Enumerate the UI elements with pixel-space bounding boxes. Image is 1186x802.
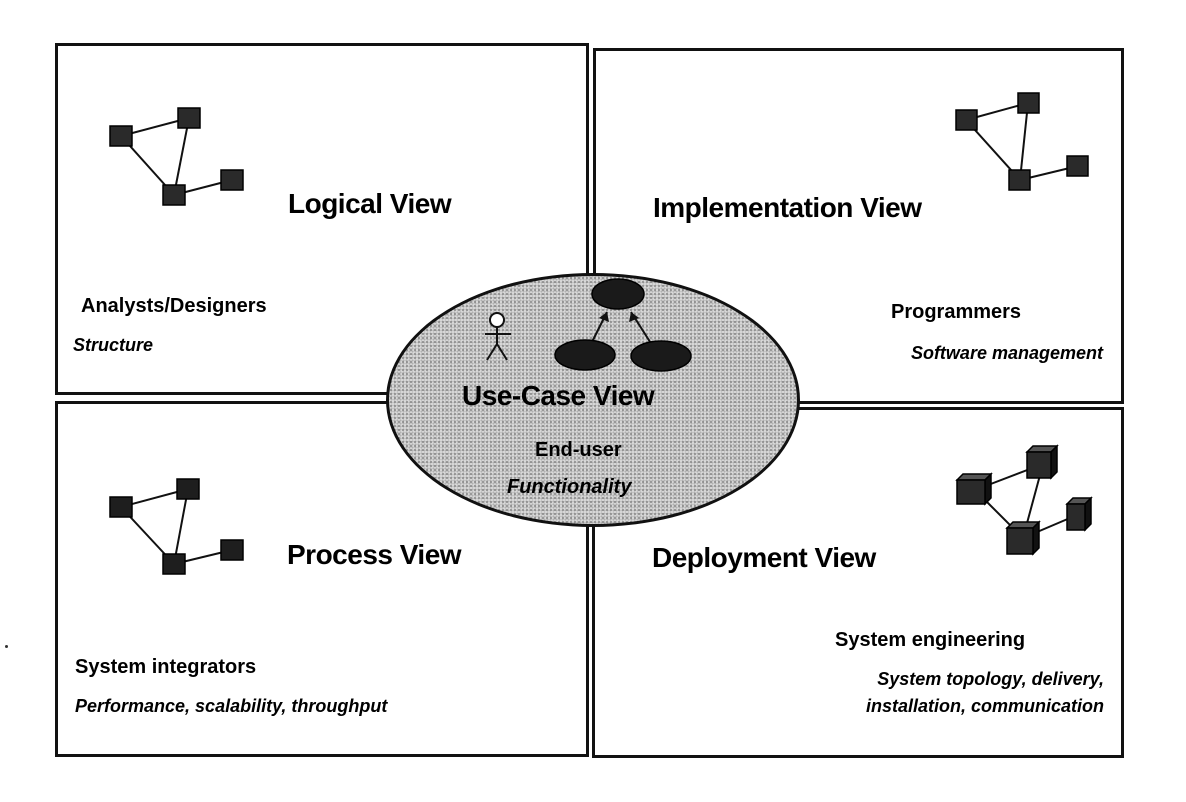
deployment-view-panel: Deployment View System engineering Syste…	[592, 407, 1124, 758]
view-role: End-user	[535, 439, 622, 461]
view-concern: Structure	[73, 332, 153, 359]
process-diagram-icon	[109, 478, 244, 575]
view-role: Programmers	[891, 301, 1022, 323]
view-title: Implementation View	[653, 192, 922, 223]
concern-line: Performance, scalability, throughput	[75, 696, 388, 716]
use-case-view-ellipse: Use-Case View End-user Functionality	[386, 273, 800, 527]
component-diagram-icon	[955, 92, 1089, 191]
concern-line: Structure	[73, 335, 154, 355]
view-concern: Performance, scalability, throughput	[75, 693, 387, 720]
view-concern: Functionality	[507, 476, 632, 498]
view-role: Analysts/Designers	[81, 295, 267, 317]
view-role: System integrators	[75, 656, 257, 678]
concern-line: Software management	[910, 343, 1103, 363]
concern-line: installation, communication	[865, 696, 1104, 716]
concern-line: System topology, delivery,	[877, 669, 1104, 689]
view-role: System engineering	[835, 629, 1026, 651]
actor-icon	[485, 312, 511, 361]
view-concern: Software management	[911, 340, 1103, 367]
view-title: Use-Case View	[462, 380, 655, 411]
view-title: Logical View	[288, 188, 452, 219]
class-diagram-icon	[109, 107, 244, 206]
view-title: Process View	[287, 539, 462, 570]
deployment-nodes-icon	[955, 444, 1093, 556]
scan-speck	[5, 645, 8, 648]
logical-view-panel: Logical View Analysts/Designers Structur…	[55, 43, 589, 395]
view-concern: System topology, delivery, installation,…	[866, 666, 1104, 720]
use-case-icon	[554, 278, 692, 372]
view-title: Deployment View	[652, 542, 876, 573]
